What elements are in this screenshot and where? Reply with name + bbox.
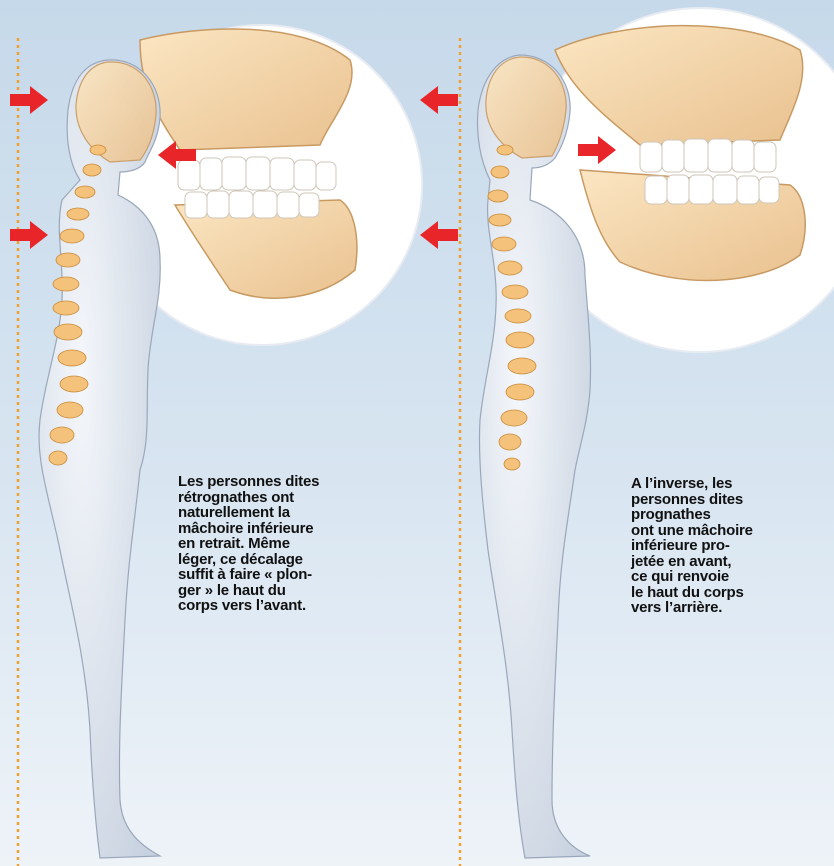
caption-line: A l’inverse, les [631, 476, 753, 492]
caption-line: inférieure pro- [631, 538, 753, 554]
caption-line: mâchoire inférieure [178, 521, 319, 537]
left-caption: Les personnes dites rétrognathes ont nat… [178, 474, 319, 614]
caption-line: rétrognathes ont [178, 490, 319, 506]
right-upper-teeth [640, 139, 776, 172]
caption-line: naturellement la [178, 505, 319, 521]
caption-line: corps vers l’avant. [178, 598, 319, 614]
caption-line: léger, ce décalage [178, 552, 319, 568]
caption-line: ger » le haut du [178, 583, 319, 599]
caption-line: ce qui renvoie [631, 569, 753, 585]
caption-line: prognathes [631, 507, 753, 523]
left-upper-teeth [178, 157, 336, 190]
caption-line: Les personnes dites [178, 474, 319, 490]
caption-line: le haut du corps [631, 585, 753, 601]
caption-line: suffit à faire « plon- [178, 567, 319, 583]
caption-line: jetée en avant, [631, 554, 753, 570]
caption-line: personnes dites [631, 492, 753, 508]
caption-line: vers l’arrière. [631, 600, 753, 616]
left-upper-skull [140, 29, 352, 150]
right-lower-teeth [645, 175, 779, 204]
right-caption: A l’inverse, les personnes dites prognat… [631, 476, 753, 616]
caption-line: en retrait. Même [178, 536, 319, 552]
caption-line: ont une mâchoire [631, 523, 753, 539]
